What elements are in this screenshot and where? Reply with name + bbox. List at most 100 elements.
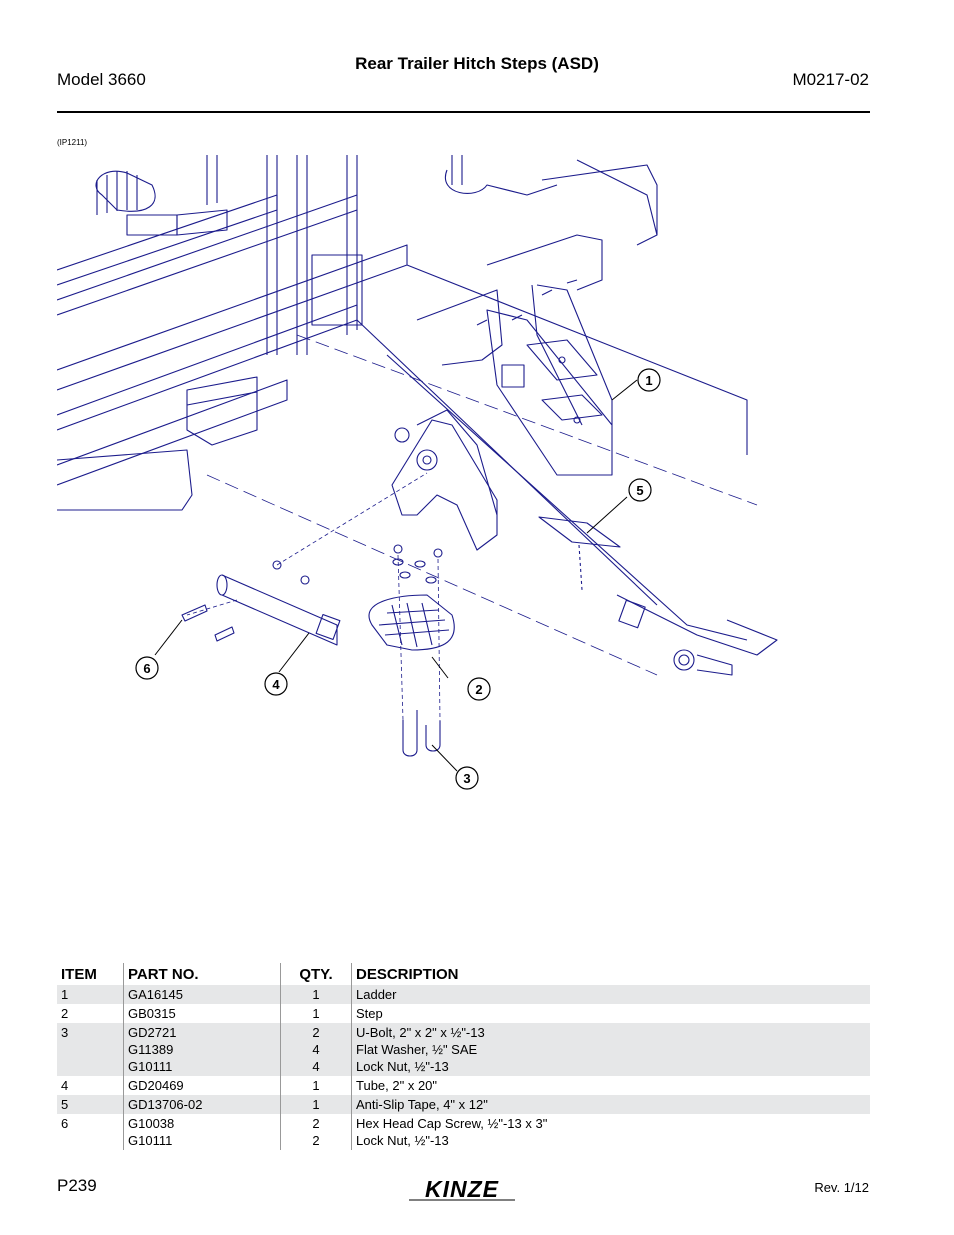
callout-5: 5 bbox=[628, 478, 652, 502]
hitch-tongue bbox=[356, 264, 778, 676]
cell-qty-line: 2 bbox=[312, 1025, 320, 1040]
cell-part-no-line: G11389 bbox=[128, 1042, 174, 1057]
explode-lines bbox=[186, 472, 441, 722]
cell-qty: 1 bbox=[280, 1076, 352, 1095]
cell-description: Ladder bbox=[351, 985, 870, 1004]
cell-qty-line: 2 bbox=[312, 1116, 320, 1131]
svg-text:1: 1 bbox=[645, 373, 652, 388]
cell-item: 1 bbox=[57, 985, 124, 1004]
cell-part-no-line: G10038 bbox=[128, 1116, 175, 1131]
page-title: Rear Trailer Hitch Steps (ASD) bbox=[355, 54, 599, 73]
cell-item-line: 2 bbox=[61, 1006, 69, 1021]
cell-item: 6 bbox=[57, 1114, 124, 1150]
svg-text:2: 2 bbox=[475, 682, 482, 697]
cell-qty: 1 bbox=[280, 1004, 352, 1023]
cell-description-line: Flat Washer, ½" SAE bbox=[356, 1042, 478, 1057]
table-row: 1 GA16145 1 Ladder bbox=[57, 985, 870, 1004]
tube-part bbox=[216, 560, 341, 646]
cell-description: Tube, 2" x 20" bbox=[351, 1076, 870, 1095]
step-plate bbox=[368, 594, 455, 651]
svg-text:5: 5 bbox=[636, 483, 643, 498]
cell-description-line: Lock Nut, ½"-13 bbox=[356, 1059, 449, 1074]
cell-description: Hex Head Cap Screw, ½"-13 x 3" Lock Nut, … bbox=[351, 1114, 870, 1150]
cell-item-line: 3 bbox=[61, 1025, 69, 1040]
cell-item: 3 bbox=[57, 1023, 124, 1076]
kinze-logo: KINZE bbox=[409, 1176, 515, 1202]
ladder-assembly bbox=[476, 279, 613, 476]
cell-item-line: 4 bbox=[61, 1078, 69, 1093]
revision-label: Rev. 1/12 bbox=[814, 1180, 869, 1195]
cell-qty: 2 4 4 bbox=[280, 1023, 352, 1076]
cell-part-no-line: GD2721 bbox=[128, 1025, 177, 1040]
callout-2: 2 bbox=[467, 677, 491, 701]
machine-frame bbox=[57, 155, 658, 511]
cell-description-line: Hex Head Cap Screw, ½"-13 x 3" bbox=[356, 1116, 548, 1131]
header-qty: QTY. bbox=[280, 963, 352, 985]
figure-reference: (IP1211) bbox=[57, 138, 88, 147]
leader-lines bbox=[154, 379, 638, 772]
cell-part-no-line: GD13706-02 bbox=[128, 1097, 203, 1112]
cell-description: Anti-Slip Tape, 4" x 12" bbox=[351, 1095, 870, 1114]
cell-qty-line: 4 bbox=[312, 1059, 320, 1074]
cell-item-line: 1 bbox=[61, 987, 69, 1002]
cell-description-line: U-Bolt, 2" x 2" x ½"-13 bbox=[356, 1025, 485, 1040]
cell-part-no-line: G10111 bbox=[128, 1059, 173, 1074]
table-header-row: ITEM PART NO. QTY. DESCRIPTION bbox=[57, 963, 870, 985]
exploded-parts-diagram: 1 5 2 3 4 6 bbox=[57, 155, 778, 790]
cell-item: 2 bbox=[57, 1004, 124, 1023]
callout-1: 1 bbox=[637, 368, 661, 392]
table-row: 4 GD20469 1 Tube, 2" x 20" bbox=[57, 1076, 870, 1095]
cell-part-no: GD20469 bbox=[123, 1076, 281, 1095]
table-row: 2 GB0315 1 Step bbox=[57, 1004, 870, 1023]
cell-part-no: GA16145 bbox=[123, 985, 281, 1004]
cell-part-no-line: GA16145 bbox=[128, 987, 183, 1002]
cell-qty-line: 1 bbox=[312, 1006, 320, 1021]
header-part-no: PART NO. bbox=[123, 963, 281, 985]
callout-6: 6 bbox=[135, 656, 159, 680]
cell-qty-line: 2 bbox=[312, 1133, 320, 1148]
cell-part-no-line: GD20469 bbox=[128, 1078, 184, 1093]
cell-description-line: Tube, 2" x 20" bbox=[356, 1078, 438, 1093]
svg-text:6: 6 bbox=[143, 661, 150, 676]
cell-part-no: GB0315 bbox=[123, 1004, 281, 1023]
cell-item: 4 bbox=[57, 1076, 124, 1095]
cell-qty: 1 bbox=[280, 985, 352, 1004]
callout-4: 4 bbox=[264, 672, 288, 696]
washers-nuts bbox=[392, 544, 443, 584]
hitch-bracket bbox=[391, 409, 498, 551]
cell-qty: 1 bbox=[280, 1095, 352, 1114]
u-bolts bbox=[402, 710, 441, 757]
document-code: M0217-02 bbox=[792, 70, 869, 89]
cell-item: 5 bbox=[57, 1095, 124, 1114]
cell-item-line: 6 bbox=[61, 1116, 69, 1131]
cell-description-line: Lock Nut, ½"-13 bbox=[356, 1133, 449, 1148]
svg-text:KINZE: KINZE bbox=[425, 1176, 499, 1202]
cell-description: Step bbox=[351, 1004, 870, 1023]
header-divider bbox=[57, 111, 870, 113]
svg-text:3: 3 bbox=[463, 771, 470, 786]
cell-description-line: Anti-Slip Tape, 4" x 12" bbox=[356, 1097, 488, 1112]
cell-qty-line: 4 bbox=[312, 1042, 320, 1057]
cell-item-line: 5 bbox=[61, 1097, 69, 1112]
callout-3: 3 bbox=[455, 766, 479, 790]
header-description: DESCRIPTION bbox=[351, 963, 870, 985]
table-row: 5 GD13706-02 1 Anti-Slip Tape, 4" x 12" bbox=[57, 1095, 870, 1114]
cell-part-no-line: GB0315 bbox=[128, 1006, 176, 1021]
cell-part-no-line: G10111 bbox=[128, 1133, 173, 1148]
page-number: P239 bbox=[57, 1176, 97, 1195]
cell-qty-line: 1 bbox=[312, 987, 320, 1002]
anti-slip-tape bbox=[538, 516, 621, 548]
hex-screws bbox=[181, 604, 235, 642]
header-item: ITEM bbox=[61, 966, 97, 983]
svg-text:4: 4 bbox=[272, 677, 280, 692]
cell-description-line: Ladder bbox=[356, 987, 397, 1002]
cell-part-no: GD13706-02 bbox=[123, 1095, 281, 1114]
cell-qty-line: 1 bbox=[312, 1097, 320, 1112]
